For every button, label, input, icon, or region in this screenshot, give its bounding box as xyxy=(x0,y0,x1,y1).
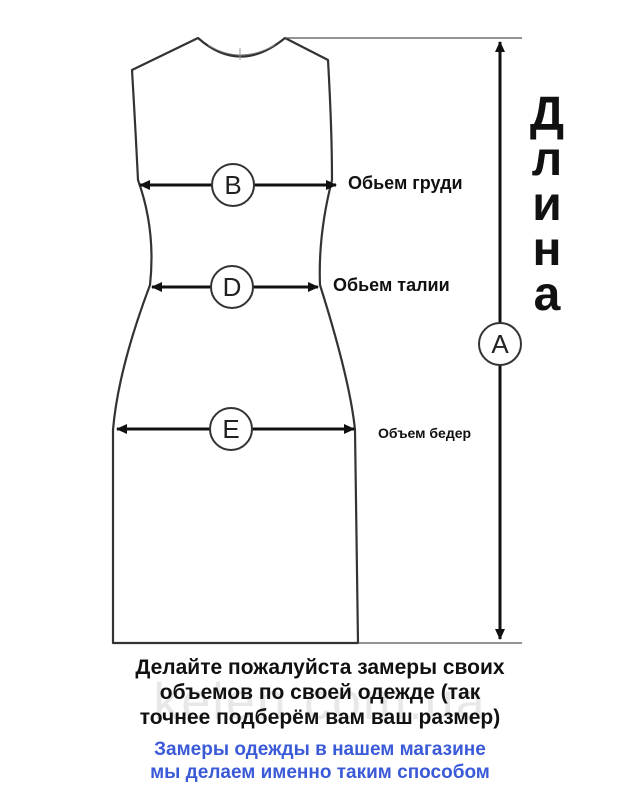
marker-a-circle xyxy=(478,322,522,366)
note-line-2: объемов по своей одежде (так xyxy=(159,681,481,704)
store-note: Замеры одежды в нашем магазине мы делаем… xyxy=(0,738,640,784)
measurement-note: Делайте пожалуйста замеры своих объемов … xyxy=(0,655,640,730)
length-letter-3: и xyxy=(532,178,562,231)
store-note-line-1: Замеры одежды в нашем магазине xyxy=(154,739,486,760)
neckline-detail xyxy=(207,44,276,56)
length-letter-5: а xyxy=(534,268,561,321)
waist-label: Обьем талии xyxy=(333,275,450,295)
store-note-line-2: мы делаем именно таким способом xyxy=(150,762,490,783)
length-letter-1: Д xyxy=(530,88,564,141)
hips-label: Объем бедер xyxy=(378,425,471,441)
length-letter-4: н xyxy=(533,223,562,276)
length-letter-2: л xyxy=(532,133,563,186)
note-line-1: Делайте пожалуйста замеры своих xyxy=(135,656,505,679)
note-line-3: точнее подберём вам ваш размер) xyxy=(139,706,501,729)
marker-b: B xyxy=(224,170,241,200)
marker-e: E xyxy=(222,414,239,444)
marker-e-circle xyxy=(209,407,253,451)
marker-d: D xyxy=(223,272,242,302)
marker-a: A xyxy=(491,329,509,359)
dress-outline xyxy=(111,36,360,645)
marker-b-circle xyxy=(211,163,255,207)
marker-d-circle xyxy=(210,265,254,309)
chest-label: Обьем груди xyxy=(348,173,463,193)
